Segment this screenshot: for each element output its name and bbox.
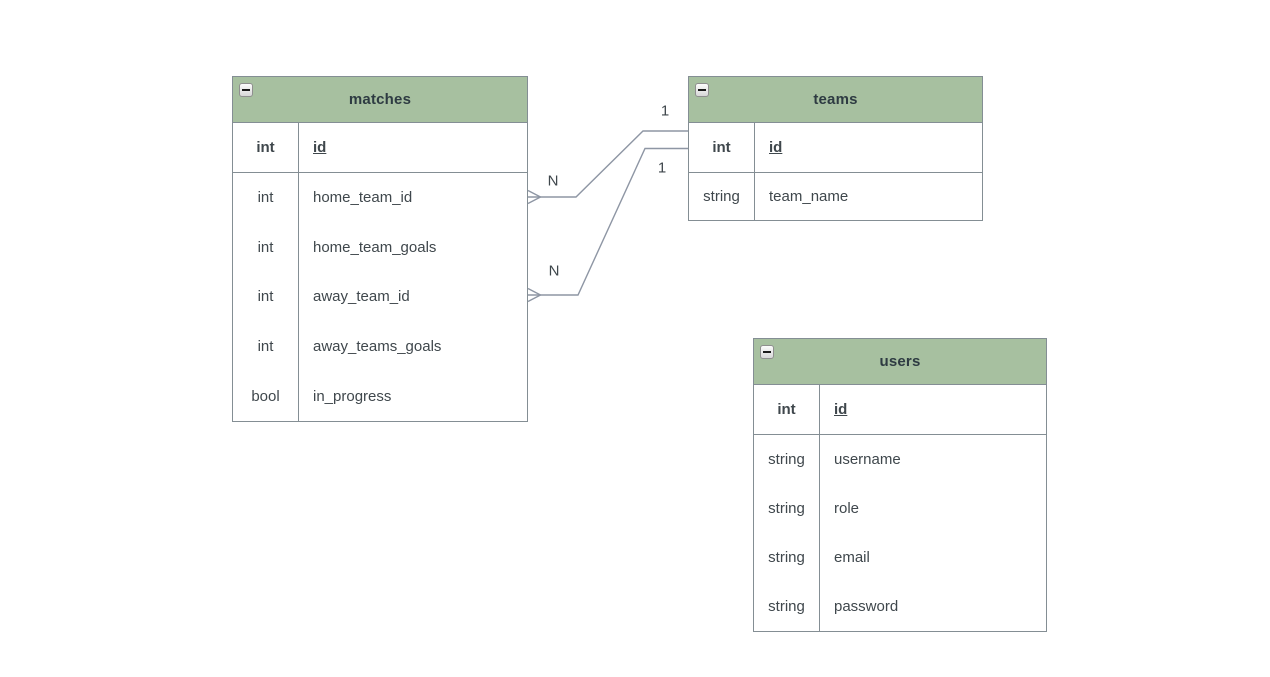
column-type: string bbox=[754, 435, 820, 484]
column-name: in_progress bbox=[313, 387, 392, 405]
column-type: bool bbox=[233, 371, 299, 421]
table-row: int away_teams_goals bbox=[233, 321, 527, 372]
collapse-icon[interactable] bbox=[760, 345, 774, 359]
collapse-icon[interactable] bbox=[239, 83, 253, 97]
table-row: int id bbox=[754, 385, 1046, 435]
column-type: int bbox=[233, 123, 299, 172]
column-name: password bbox=[834, 598, 899, 615]
table-matches-header: matches bbox=[233, 77, 527, 123]
column-name: id bbox=[769, 139, 783, 156]
table-title: users bbox=[879, 353, 921, 370]
column-name: team_name bbox=[769, 188, 849, 205]
column-type: string bbox=[689, 173, 755, 220]
minus-glyph bbox=[698, 89, 706, 91]
table-row: string email bbox=[754, 533, 1046, 582]
cardinality-label-1-away: 1 bbox=[657, 159, 667, 177]
table-row: string team_name bbox=[689, 173, 982, 220]
table-row: string password bbox=[754, 582, 1046, 631]
cardinality-label-n-away: N bbox=[548, 262, 560, 280]
table-row: string role bbox=[754, 484, 1046, 533]
column-type: int bbox=[233, 321, 299, 372]
column-name: away_team_id bbox=[313, 288, 410, 306]
table-teams[interactable]: teams int id string team_name bbox=[688, 76, 983, 221]
column-name: home_team_goals bbox=[313, 238, 437, 256]
column-type: string bbox=[754, 533, 820, 582]
table-row: bool in_progress bbox=[233, 371, 527, 421]
column-type: int bbox=[754, 385, 820, 434]
table-title: teams bbox=[813, 91, 858, 108]
table-row: int id bbox=[233, 123, 527, 173]
column-type: string bbox=[754, 484, 820, 533]
column-name: away_teams_goals bbox=[313, 338, 442, 356]
column-name: email bbox=[834, 549, 870, 566]
table-row: string username bbox=[754, 435, 1046, 484]
column-name: id bbox=[834, 401, 848, 418]
minus-glyph bbox=[242, 89, 250, 91]
crow-foot-icon bbox=[527, 287, 543, 303]
cardinality-label-1-home: 1 bbox=[660, 102, 670, 120]
table-users[interactable]: users int id string username string role… bbox=[753, 338, 1047, 632]
table-users-header: users bbox=[754, 339, 1046, 385]
collapse-icon[interactable] bbox=[695, 83, 709, 97]
minus-glyph bbox=[763, 351, 771, 353]
table-row: int home_team_goals bbox=[233, 222, 527, 273]
table-matches[interactable]: matches int id int home_team_id int home… bbox=[232, 76, 528, 422]
cardinality-label-n-home: N bbox=[547, 172, 559, 190]
column-type: string bbox=[754, 582, 820, 631]
column-name: role bbox=[834, 500, 860, 517]
table-row: int home_team_id bbox=[233, 173, 527, 223]
column-type: int bbox=[233, 272, 299, 322]
table-row: int id bbox=[689, 123, 982, 173]
column-name: username bbox=[834, 451, 901, 468]
column-type: int bbox=[233, 173, 299, 223]
column-name: home_team_id bbox=[313, 189, 413, 207]
column-type: int bbox=[233, 222, 299, 273]
column-name: id bbox=[313, 139, 327, 156]
table-row: int away_team_id bbox=[233, 272, 527, 322]
table-teams-header: teams bbox=[689, 77, 982, 123]
crow-foot-icon bbox=[527, 189, 543, 205]
table-title: matches bbox=[348, 91, 412, 108]
column-type: int bbox=[689, 123, 755, 172]
